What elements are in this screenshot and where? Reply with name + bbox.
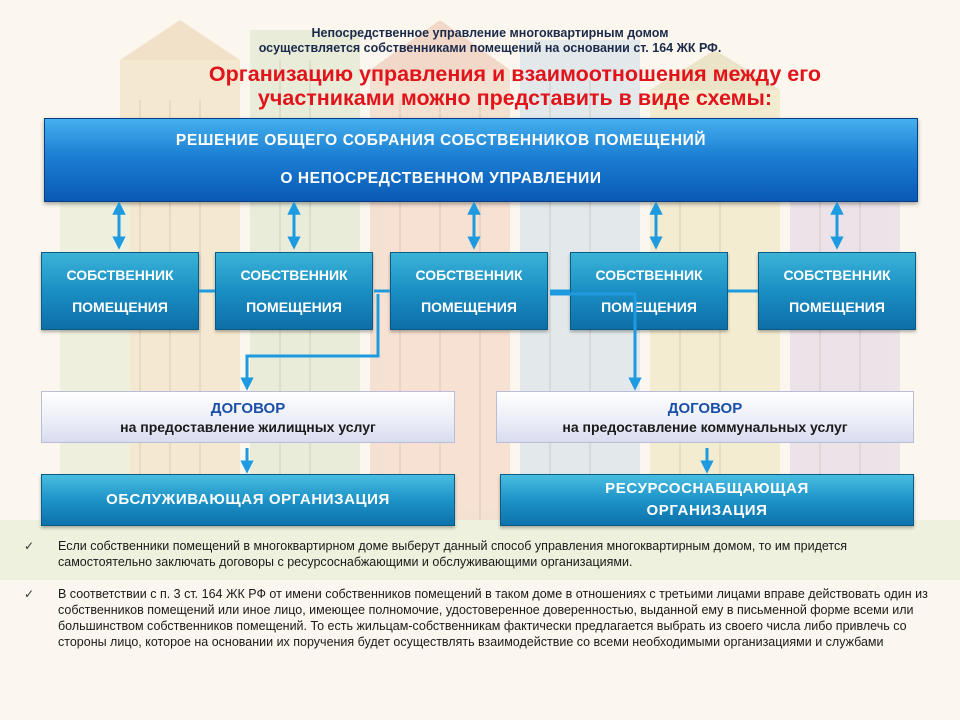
list-item: ✓ Если собственники помещений в многоква… xyxy=(18,538,928,570)
housing-contract-subtitle: на предоставление жилищных услуг xyxy=(120,418,376,435)
resource-organization-line-2: ОРГАНИЗАЦИЯ xyxy=(646,502,768,519)
service-organization-box: ОБСЛУЖИВАЮЩАЯ ОРГАНИЗАЦИЯ xyxy=(41,474,455,526)
service-organization-label: ОБСЛУЖИВАЮЩАЯ ОРГАНИЗАЦИЯ xyxy=(106,491,390,508)
title-line-2: участниками можно представить в виде схе… xyxy=(257,86,773,110)
checkmark-icon: ✓ xyxy=(24,539,35,553)
owner-box-1-line-1: СОБСТВЕННИК xyxy=(66,267,174,283)
checkmark-icon: ✓ xyxy=(24,587,35,601)
owner-box-1-line-2: ПОМЕЩЕНИЯ xyxy=(72,299,168,315)
owner-box-3: СОБСТВЕННИК ПОМЕЩЕНИЯ xyxy=(390,252,548,330)
owners-meeting-decision-box: РЕШЕНИЕ ОБЩЕГО СОБРАНИЯ СОБСТВЕННИКОВ ПО… xyxy=(44,118,918,202)
housing-services-contract-box: ДОГОВОР на предоставление жилищных услуг xyxy=(41,391,455,443)
arrow-to-utility-contract xyxy=(550,292,642,391)
subtitle: Непосредственное управление многоквартир… xyxy=(170,26,810,56)
owner-box-2: СОБСТВЕННИК ПОМЕЩЕНИЯ xyxy=(215,252,373,330)
owner-box-2-line-1: СОБСТВЕННИК xyxy=(240,267,348,283)
note-text-2: В соответствии с п. 3 ст. 164 ЖК РФ от и… xyxy=(58,587,928,649)
subtitle-line-1: Непосредственное управление многоквартир… xyxy=(311,26,669,40)
housing-contract-title: ДОГОВОР xyxy=(210,399,286,417)
owner-box-4: СОБСТВЕННИК ПОМЕЩЕНИЯ xyxy=(570,252,728,330)
utility-contract-subtitle: на предоставление коммунальных услуг xyxy=(562,418,848,435)
owner-box-4-line-2: ПОМЕЩЕНИЯ xyxy=(601,299,697,315)
owner-box-4-line-1: СОБСТВЕННИК xyxy=(595,267,703,283)
owner-box-3-line-1: СОБСТВЕННИК xyxy=(415,267,523,283)
notes-list: ✓ Если собственники помещений в многоква… xyxy=(18,538,928,666)
owner-box-5: СОБСТВЕННИК ПОМЕЩЕНИЯ xyxy=(758,252,916,330)
title-line-1: Организацию управления и взаимоотношения… xyxy=(208,62,822,86)
page-title: Организацию управления и взаимоотношения… xyxy=(80,62,950,110)
arrow-to-housing-contract xyxy=(240,294,380,391)
owner-box-3-line-2: ПОМЕЩЕНИЯ xyxy=(421,299,517,315)
owner-box-2-line-2: ПОМЕЩЕНИЯ xyxy=(246,299,342,315)
note-text-1: Если собственники помещений в многокварт… xyxy=(58,539,848,569)
resource-organization-line-1: РЕСУРСОСНАБЩАЮЩАЯ xyxy=(605,480,809,497)
subtitle-line-2: осуществляется собственниками помещений … xyxy=(258,41,722,55)
list-item: ✓ В соответствии с п. 3 ст. 164 ЖК РФ от… xyxy=(18,586,928,650)
owner-box-1: СОБСТВЕННИК ПОМЕЩЕНИЯ xyxy=(41,252,199,330)
owner-box-5-line-2: ПОМЕЩЕНИЯ xyxy=(789,299,885,315)
decision-line-1: РЕШЕНИЕ ОБЩЕГО СОБРАНИЯ СОБСТВЕННИКОВ ПО… xyxy=(175,132,707,149)
resource-organization-box: РЕСУРСОСНАБЩАЮЩАЯ ОРГАНИЗАЦИЯ xyxy=(500,474,914,526)
decision-line-2: О НЕПОСРЕДСТВЕННОМ УПРАВЛЕНИИ xyxy=(280,170,602,187)
owner-box-5-line-1: СОБСТВЕННИК xyxy=(783,267,891,283)
utility-contract-title: ДОГОВОР xyxy=(667,399,743,417)
utility-services-contract-box: ДОГОВОР на предоставление коммунальных у… xyxy=(496,391,914,443)
